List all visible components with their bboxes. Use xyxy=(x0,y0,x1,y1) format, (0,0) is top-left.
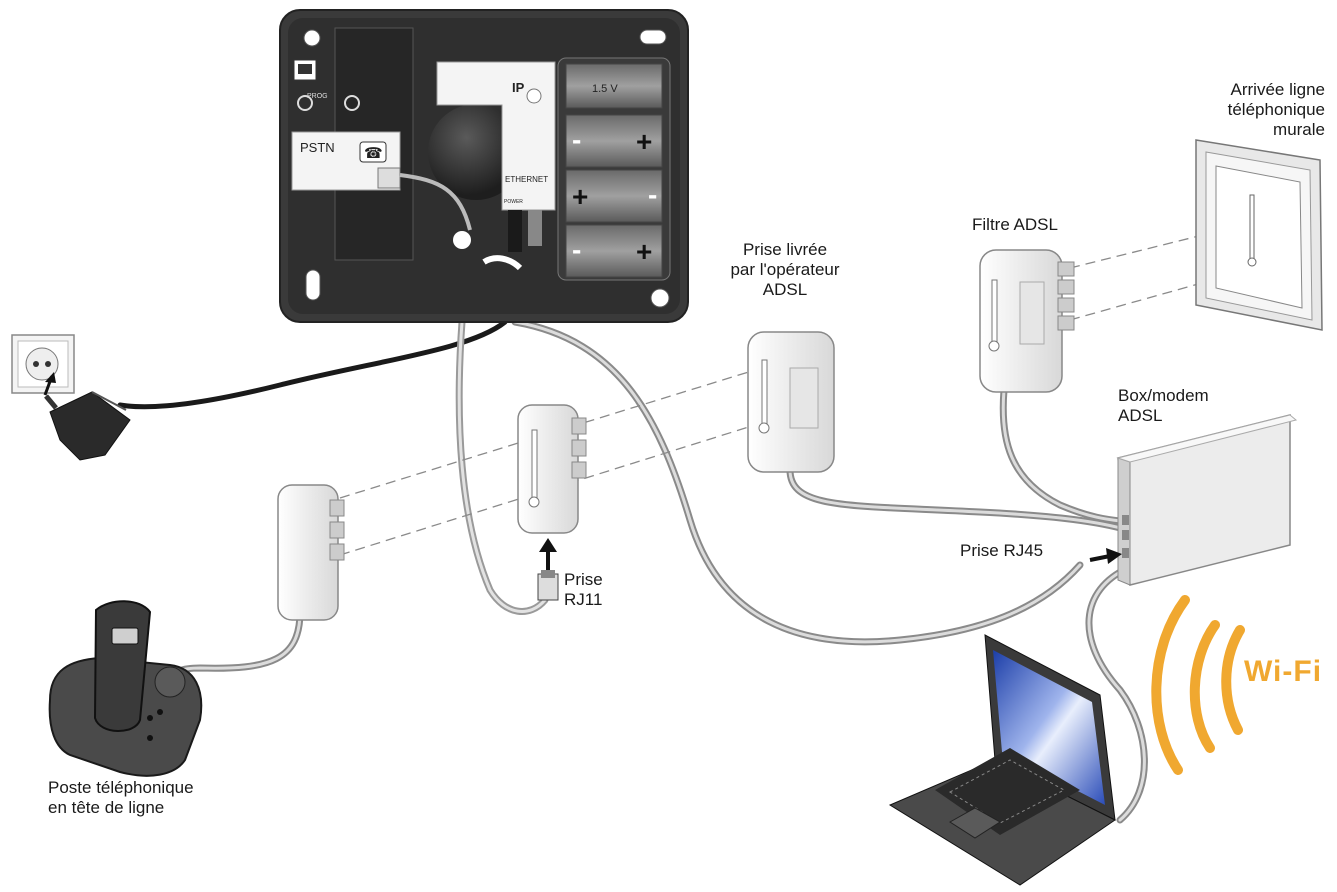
operator-socket-label-1: Prise livrée xyxy=(742,240,828,259)
battery-minus-1: - xyxy=(572,124,581,155)
battery-minus-2: - xyxy=(648,179,657,210)
filter-to-modem-cable xyxy=(999,386,1132,526)
wall-line-label-2: téléphonique xyxy=(1227,100,1325,119)
phone-label: Poste téléphonique en tête de ligne xyxy=(48,778,194,818)
adsl-filter-label: Filtre ADSL xyxy=(972,215,1058,234)
battery-plus-1: + xyxy=(636,126,652,157)
battery-plus-2: + xyxy=(572,181,588,212)
box-modem-label-1: Box/modem xyxy=(1118,386,1209,405)
wall-line-label-1: Arrivée ligne xyxy=(1230,80,1326,99)
alarm-transmitter-device: PROG PSTN ☎ IP ETHERNET POWER 1.5 V - + … xyxy=(279,9,689,323)
operator-adsl-socket xyxy=(747,331,835,473)
ethernet-label: ETHERNET xyxy=(505,175,548,184)
phone-label-2: en tête de ligne xyxy=(48,798,165,817)
power-cable xyxy=(117,319,508,410)
rj45-arrow-icon xyxy=(1089,548,1122,564)
power-label: POWER xyxy=(504,199,523,205)
adsl-filter-device xyxy=(979,249,1075,393)
phone-label-1: Poste téléphonique xyxy=(48,778,194,797)
operator-socket-label-2: par l'opérateur xyxy=(730,260,840,279)
phone-symbol-icon: ☎ xyxy=(364,145,383,162)
wall-line-label-3: murale xyxy=(1273,120,1325,139)
ip-label: IP xyxy=(512,80,525,95)
wall-line-label: Arrivée ligne téléphonique murale xyxy=(1150,80,1325,140)
wall-power-outlet xyxy=(11,334,75,396)
battery-plus-3: + xyxy=(636,236,652,267)
battery-minus-3: - xyxy=(572,234,581,265)
rj11-label: Prise RJ11 xyxy=(564,570,603,610)
center-socket xyxy=(517,404,587,534)
rj11-arrow-icon xyxy=(539,538,557,570)
battery-voltage-label: 1.5 V xyxy=(592,83,618,95)
wall-phone-jack xyxy=(1195,139,1323,331)
box-modem-label: Box/modem ADSL xyxy=(1118,386,1209,426)
rj11-label-2: RJ11 xyxy=(564,590,603,609)
power-adapter xyxy=(44,391,131,461)
cordless-phone xyxy=(48,600,203,777)
box-modem-device xyxy=(1116,414,1298,586)
pstn-label: PSTN xyxy=(300,140,335,155)
left-phone-filter xyxy=(277,484,345,621)
wifi-label: Wi-Fi xyxy=(1244,655,1323,688)
rj11-label-1: Prise xyxy=(564,570,603,589)
rj45-label: Prise RJ45 xyxy=(960,541,1044,560)
cables xyxy=(117,318,1148,824)
prog-label: PROG xyxy=(307,93,328,100)
wifi-signal-icon xyxy=(1151,595,1245,775)
operator-socket-label-3: ADSL xyxy=(762,280,808,299)
speaker-sphere xyxy=(428,104,524,200)
box-modem-label-2: ADSL xyxy=(1118,406,1163,425)
operator-socket-label: Prise livrée par l'opérateur ADSL xyxy=(700,240,870,300)
rj11-plug xyxy=(537,570,559,601)
laptop xyxy=(888,634,1116,886)
ip-module xyxy=(436,61,556,211)
